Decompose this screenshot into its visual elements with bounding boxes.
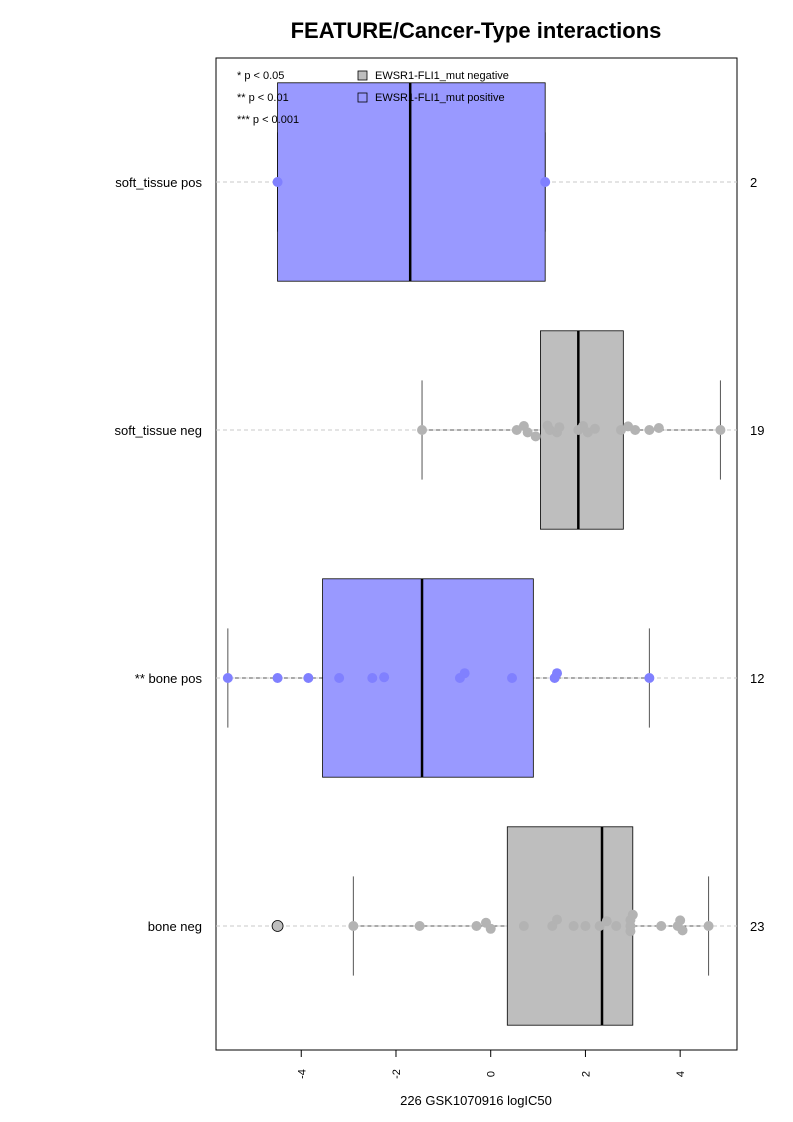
data-point bbox=[630, 425, 641, 435]
group-count: 19 bbox=[750, 423, 764, 438]
color-legend: EWSR1-FLI1_mut negative EWSR1-FLI1_mut p… bbox=[357, 70, 509, 104]
data-point bbox=[540, 177, 551, 187]
data-point bbox=[601, 916, 612, 927]
groups-layer: soft_tissue pos 2 soft_tissue neg 19 ** bone… bbox=[115, 82, 764, 1026]
x-tick-label: 4 bbox=[675, 1071, 687, 1077]
x-tick-label: 2 bbox=[580, 1071, 592, 1077]
data-point bbox=[568, 921, 579, 931]
group-count: 2 bbox=[750, 175, 757, 190]
group-2: ** bone pos 12 bbox=[135, 578, 764, 778]
legend-label-negative: EWSR1-FLI1_mut negative bbox=[375, 70, 509, 82]
data-point bbox=[367, 673, 378, 683]
data-point bbox=[703, 921, 714, 931]
data-point bbox=[715, 425, 726, 435]
x-axis-label: 226 GSK1070916 logIC50 bbox=[400, 1093, 552, 1108]
data-point bbox=[644, 425, 655, 435]
significance-legend: * p < 0.05 ** p < 0.01 *** p < 0.001 bbox=[237, 70, 299, 126]
legend-swatch-positive bbox=[357, 92, 368, 103]
x-tick-label: -4 bbox=[296, 1069, 308, 1079]
data-point bbox=[653, 423, 664, 433]
gridlines bbox=[216, 181, 737, 927]
data-point bbox=[272, 673, 283, 683]
group-count: 23 bbox=[750, 919, 764, 934]
group-0: soft_tissue pos 2 bbox=[115, 82, 757, 282]
group-count: 12 bbox=[750, 671, 764, 686]
sig-legend-item-1: * p < 0.05 bbox=[237, 70, 284, 82]
group-3: bone neg 23 bbox=[148, 826, 764, 1026]
data-point bbox=[580, 921, 591, 931]
x-tick-label: -2 bbox=[391, 1069, 403, 1079]
box bbox=[322, 578, 534, 778]
chart-title: FEATURE/Cancer-Type interactions bbox=[291, 18, 662, 43]
outlier-point bbox=[271, 920, 284, 932]
data-point bbox=[222, 673, 233, 683]
data-point bbox=[518, 921, 529, 931]
data-point bbox=[303, 673, 314, 683]
group-label: bone neg bbox=[148, 919, 202, 934]
group-label: ** bone pos bbox=[135, 671, 203, 686]
x-axis: -4 -2 0 2 4 bbox=[296, 1050, 687, 1079]
data-point bbox=[417, 425, 428, 435]
data-point bbox=[348, 921, 359, 931]
data-point bbox=[611, 921, 622, 931]
data-point bbox=[552, 914, 563, 925]
data-point bbox=[334, 673, 345, 683]
data-point bbox=[594, 921, 605, 931]
data-point bbox=[625, 926, 636, 937]
data-point bbox=[627, 909, 638, 920]
data-point bbox=[644, 673, 655, 683]
data-point bbox=[530, 431, 541, 442]
data-point bbox=[414, 921, 425, 931]
data-point bbox=[589, 423, 600, 434]
group-label: soft_tissue pos bbox=[115, 175, 202, 190]
data-point bbox=[554, 422, 565, 433]
group-label: soft_tissue neg bbox=[115, 423, 202, 438]
data-point bbox=[675, 915, 686, 926]
plot-frame bbox=[215, 57, 738, 1051]
data-point bbox=[522, 427, 533, 438]
data-point bbox=[379, 672, 390, 683]
data-point bbox=[459, 668, 470, 679]
sig-legend-item-2: ** p < 0.01 bbox=[237, 92, 289, 104]
data-point bbox=[507, 673, 518, 683]
data-point bbox=[272, 177, 283, 187]
data-point bbox=[471, 921, 482, 931]
x-tick-label: 0 bbox=[486, 1071, 498, 1077]
group-1: soft_tissue neg 19 bbox=[115, 330, 764, 530]
legend-label-positive: EWSR1-FLI1_mut positive bbox=[375, 92, 505, 104]
sig-legend-item-3: *** p < 0.001 bbox=[237, 114, 299, 126]
data-point bbox=[485, 923, 496, 934]
data-point bbox=[552, 668, 563, 679]
legend-swatch-negative bbox=[357, 70, 368, 81]
data-point bbox=[677, 925, 688, 936]
data-point bbox=[656, 921, 667, 931]
